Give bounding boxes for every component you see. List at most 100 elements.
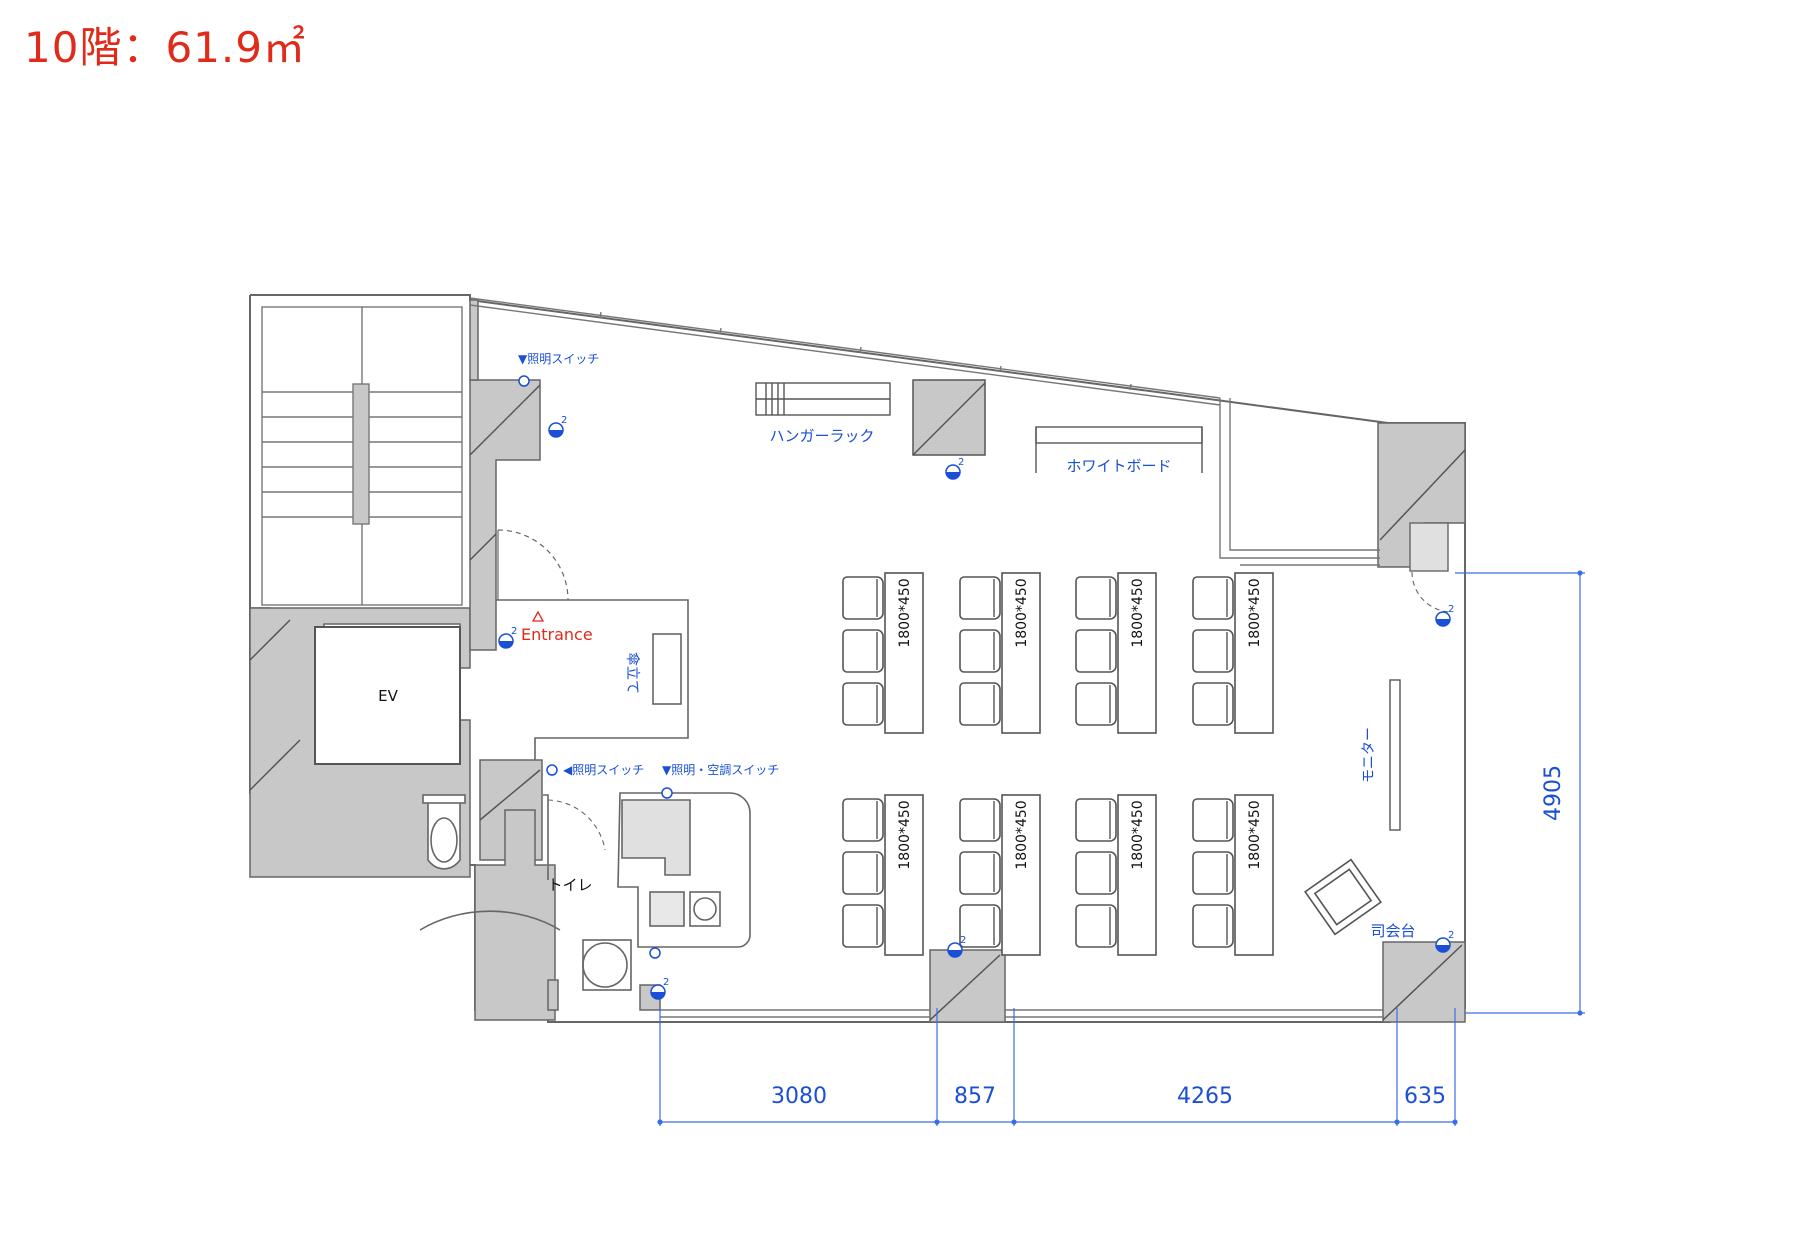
- dimension-3080: 3080: [771, 1084, 827, 1109]
- toilet-label: トイレ: [547, 876, 592, 894]
- light-switch-label-mid: ◀照明スイッチ: [563, 763, 644, 777]
- desk: [1001, 572, 1041, 734]
- toilet-switch[interactable]: [649, 947, 661, 959]
- desk: [1117, 572, 1157, 734]
- chair: [1075, 798, 1117, 842]
- desk-set: 1800*450: [959, 572, 1041, 734]
- desk-set: 1800*450: [959, 794, 1041, 956]
- bottom-windows: [660, 1009, 1383, 1018]
- chair: [1192, 682, 1234, 726]
- hanger-rack: [755, 382, 891, 416]
- hanger-rack-label: ハンガーラック: [769, 427, 874, 445]
- svg-text:2: 2: [960, 935, 966, 946]
- chair: [1192, 798, 1234, 842]
- desk-size-label: 1800*450: [1247, 800, 1263, 869]
- elevator-shaft: EV: [314, 626, 461, 765]
- outlet-icon: 2: [1435, 604, 1454, 627]
- chair: [959, 798, 1001, 842]
- chair: [1075, 682, 1117, 726]
- outlet-icon: 2: [945, 457, 964, 480]
- chair: [842, 629, 884, 673]
- podium-label: 司会台: [1370, 922, 1415, 940]
- desk-size-label: 1800*450: [1130, 800, 1146, 869]
- monitor-label: モニター: [1361, 727, 1377, 783]
- desk-size-label: 1800*450: [1014, 800, 1030, 869]
- light-switch-label-top: ▼照明スイッチ: [518, 352, 599, 366]
- desk: [1234, 572, 1274, 734]
- chair: [842, 576, 884, 620]
- desk-size-label: 1800*450: [1247, 578, 1263, 647]
- desk: [1234, 794, 1274, 956]
- dimension-857: 857: [954, 1084, 996, 1109]
- desk-set: 1800*450: [1075, 794, 1157, 956]
- chair: [1192, 851, 1234, 895]
- desk-set: 1800*450: [842, 794, 924, 956]
- desk: [1117, 794, 1157, 956]
- pillar: [912, 379, 986, 456]
- chair: [1075, 904, 1117, 948]
- entrance-hall: [496, 529, 689, 760]
- light-switch-mid[interactable]: [546, 764, 558, 776]
- outlet-icon: 2: [947, 935, 966, 958]
- chair: [1192, 576, 1234, 620]
- desk: [884, 572, 924, 734]
- chair: [1075, 629, 1117, 673]
- desk: [1001, 794, 1041, 956]
- entrance-marker: [531, 610, 545, 622]
- chair: [842, 851, 884, 895]
- svg-text:2: 2: [561, 415, 567, 426]
- light-ac-switch[interactable]: [661, 787, 673, 799]
- power-outlets: 2 2 2 2 2 2 2: [498, 415, 1454, 1000]
- chair: [842, 682, 884, 726]
- dimension-635: 635: [1404, 1084, 1446, 1109]
- chair: [959, 682, 1001, 726]
- chair: [842, 904, 884, 948]
- desk-set: 1800*450: [842, 572, 924, 734]
- toilet-room: [419, 794, 632, 991]
- dimension-4905: 4905: [1541, 765, 1566, 821]
- chair: [842, 798, 884, 842]
- chair: [1075, 851, 1117, 895]
- equipment-box: [1409, 522, 1449, 572]
- top-wall-windows: [469, 297, 1380, 566]
- desk-area: 1800*450 1800*450 1800*450 1800*450 1800*450…: [842, 572, 1274, 956]
- desk-size-label: 1800*450: [1014, 578, 1030, 647]
- svg-text:2: 2: [511, 626, 517, 637]
- outlet-icon: 2: [1435, 930, 1454, 953]
- outlet-icon: 2: [498, 626, 517, 649]
- staircase: [261, 306, 463, 606]
- svg-text:2: 2: [1448, 930, 1454, 941]
- chair: [1075, 576, 1117, 620]
- whiteboard-label: ホワイトボード: [1066, 457, 1171, 475]
- chair: [959, 851, 1001, 895]
- svg-text:2: 2: [663, 977, 669, 988]
- desk: [884, 794, 924, 956]
- chair: [1192, 904, 1234, 948]
- entrance-label: Entrance: [521, 625, 593, 644]
- svg-text:2: 2: [958, 457, 964, 468]
- light-switch-top[interactable]: [518, 375, 530, 387]
- desk-set: 1800*450: [1075, 572, 1157, 734]
- podium: [1304, 858, 1382, 936]
- chair: [959, 576, 1001, 620]
- floor-title: 10階：61.9㎡: [24, 23, 306, 72]
- light-ac-switch-label: ▼照明・空調スイッチ: [662, 763, 779, 777]
- dimension-4265: 4265: [1177, 1084, 1233, 1109]
- umbrella-stand-label: 傘立て: [624, 652, 640, 694]
- chair: [1192, 629, 1234, 673]
- ev-label: EV: [378, 687, 398, 705]
- door-swing: [1411, 571, 1451, 613]
- monitor: [1389, 679, 1401, 831]
- desk-set: 1800*450: [1192, 794, 1274, 956]
- whiteboard: [1035, 426, 1203, 473]
- desk-size-label: 1800*450: [897, 578, 913, 647]
- wall-hatches: [249, 384, 1466, 1021]
- chair: [959, 629, 1001, 673]
- desk-set: 1800*450: [1192, 572, 1274, 734]
- outlet-icon: 2: [548, 415, 567, 438]
- svg-text:2: 2: [1448, 604, 1454, 615]
- kitchenette: [617, 792, 751, 948]
- desk-size-label: 1800*450: [897, 800, 913, 869]
- outlet-icon: 2: [650, 977, 669, 1000]
